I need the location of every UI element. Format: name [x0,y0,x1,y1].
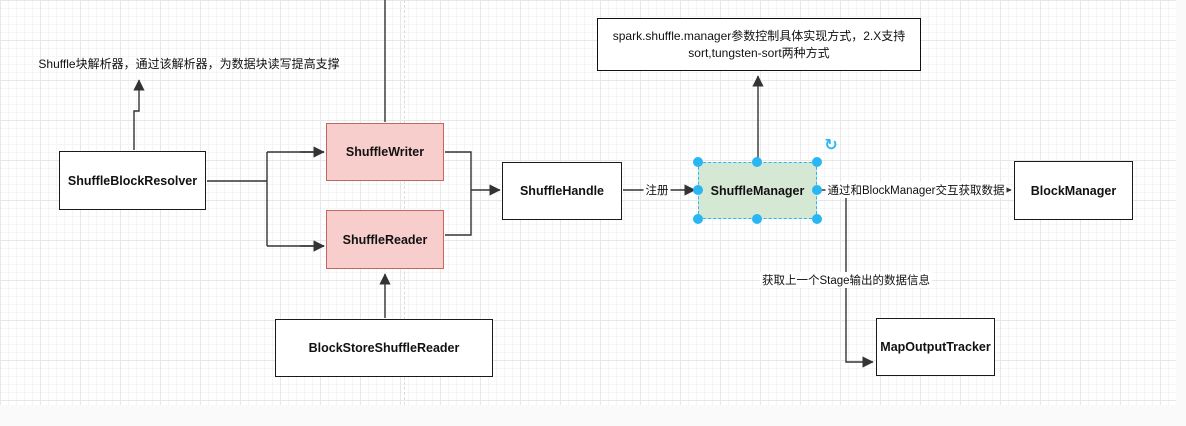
node-label: MapOutputTracker [880,340,991,354]
connector-writer-reader-merge[interactable] [445,151,500,236]
edge-label-register[interactable]: 注册 [643,182,671,198]
node-label: ShuffleReader [342,232,428,247]
node-shuffle-reader[interactable]: ShuffleReader [326,210,444,269]
edge-label-blockmanager-interaction[interactable]: 通过和BlockManager交互获取数据 [825,182,1007,198]
node-map-output-tracker[interactable]: MapOutputTracker [876,318,995,376]
node-shuffle-writer[interactable]: ShuffleWriter [326,123,444,181]
note-line-1: spark.shuffle.manager参数控制具体实现方式，2.X支持 [612,29,906,44]
node-shuffle-manager-selected[interactable]: ShuffleManager [698,162,817,219]
connector-resolver-branch[interactable] [207,151,324,246]
selection-handle-middle-left[interactable] [693,185,703,195]
node-shuffle-handle[interactable]: ShuffleHandle [502,162,622,220]
selection-handle-top-left[interactable] [693,157,703,167]
connector-manager-to-mapoutputtracker[interactable] [845,190,874,368]
annotation-map-output-note[interactable]: 获取上一个Stage输出的数据信息 [759,272,933,288]
node-shuffle-block-resolver[interactable]: ShuffleBlockResolver [59,151,206,210]
connector-resolver-to-note[interactable] [133,79,145,150]
node-label: ShuffleBlockResolver [67,173,198,188]
node-manager-note-box[interactable]: spark.shuffle.manager参数控制具体实现方式，2.X支持 so… [597,18,921,71]
selection-handle-top-right[interactable] [812,157,822,167]
node-block-manager[interactable]: BlockManager [1014,161,1133,220]
node-label: ShuffleManager [710,183,805,198]
selection-handle-bottom-middle[interactable] [752,214,762,224]
node-label: BlockStoreShuffleReader [308,341,460,355]
node-label: ShuffleHandle [519,184,605,198]
annotation-resolver-note[interactable]: Shuffle块解析器，通过该解析器，为数据块读写提高支撑 [38,57,340,71]
note-line-2: sort,tungsten-sort两种方式 [688,45,830,60]
selection-handle-middle-right[interactable] [812,185,822,195]
selection-handle-bottom-right[interactable] [812,214,822,224]
node-label: ShuffleWriter [345,145,425,159]
node-label: BlockManager [1030,183,1117,198]
node-block-store-shuffle-reader[interactable]: BlockStoreShuffleReader [275,319,493,377]
rotate-icon[interactable]: ↻ [824,137,838,154]
page-break-dashed-line [404,0,405,405]
selection-handle-top-middle[interactable] [752,157,762,167]
selection-handle-bottom-left[interactable] [693,214,703,224]
